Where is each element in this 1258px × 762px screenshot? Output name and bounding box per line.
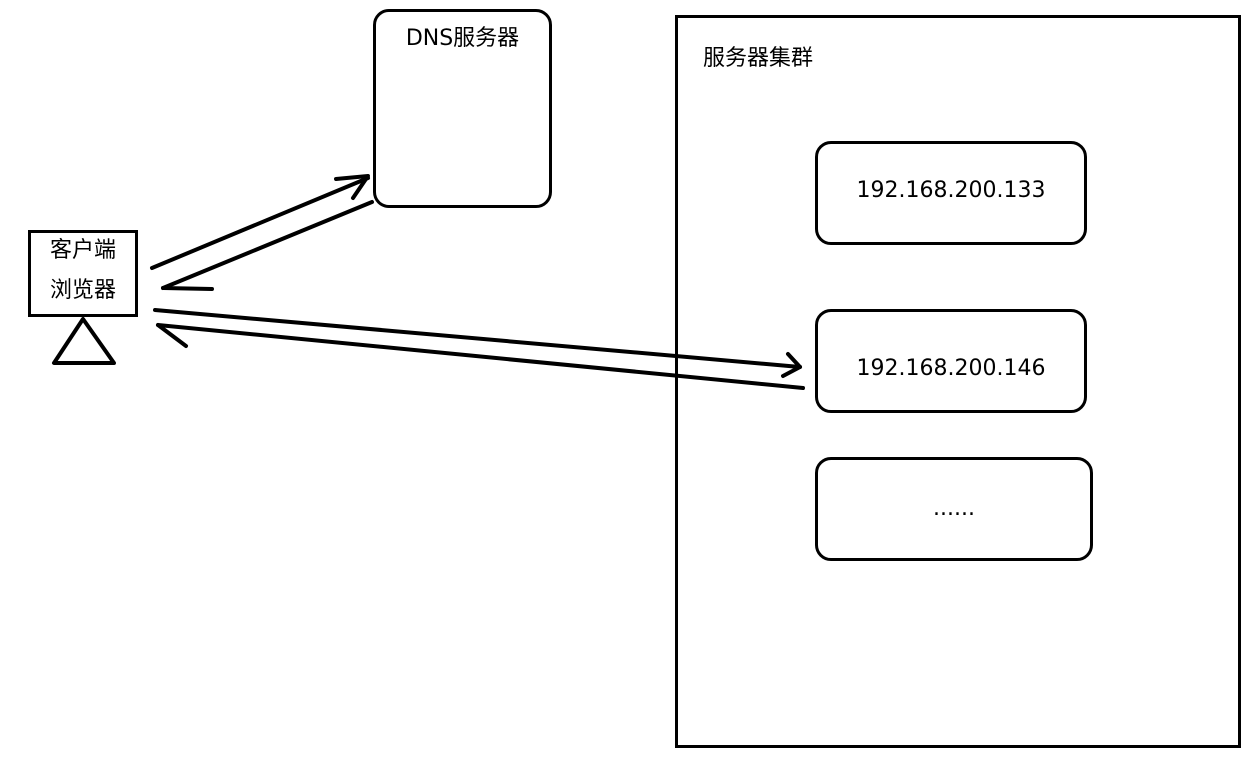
arrowhead-dns-to-client (161, 286, 214, 291)
server-node-label: 192.168.200.133 (856, 178, 1046, 203)
arrowhead-client-to-dns (334, 174, 370, 200)
server-node-label: ...... (933, 496, 975, 521)
arrow-dns-to-client (161, 200, 374, 290)
arrow-client-to-dns (150, 176, 370, 270)
server-node-box (815, 457, 1093, 561)
dns-server-box (373, 9, 552, 208)
dns-server-label: DNS服务器 (405, 26, 520, 51)
server-cluster-label: 服务器集群 (703, 46, 814, 71)
client-label-line-2: 浏览器 (49, 278, 116, 303)
client-label-line-1: 客户端 (49, 238, 116, 263)
client-browser-box (28, 230, 138, 317)
server-node-box (815, 141, 1087, 245)
arrowhead-server-to-client (156, 323, 188, 348)
server-node-box (815, 309, 1087, 413)
server-node-label: 192.168.200.146 (856, 356, 1046, 381)
client-stand-icon (52, 317, 116, 365)
